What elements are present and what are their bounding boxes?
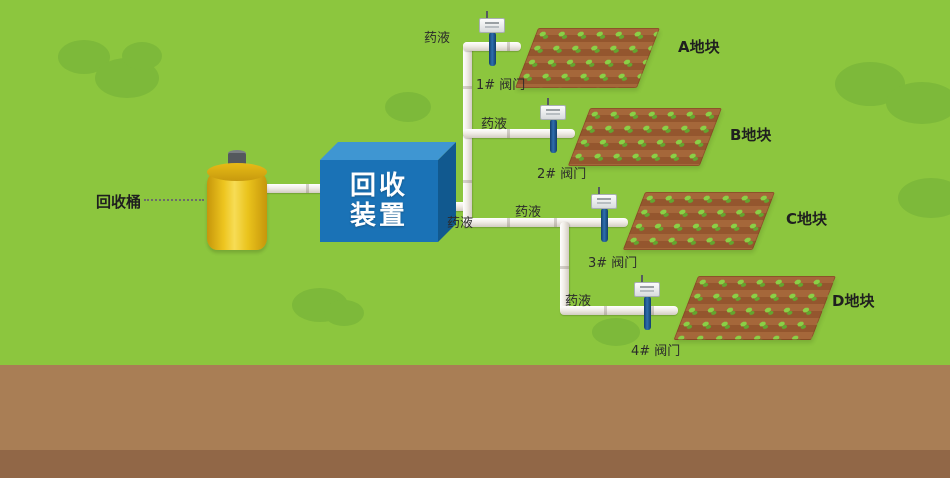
valve-1 — [477, 11, 507, 66]
grass-shade-blob — [592, 318, 640, 346]
valve-1-label: 1# 阀门 — [476, 78, 526, 93]
pipe-tank-to-device — [262, 184, 324, 193]
soil-band-lower — [0, 450, 950, 478]
valve-controller-icon — [634, 282, 660, 297]
valve-stem-icon — [600, 208, 608, 242]
liquid-label-branch-3: 药液 — [515, 205, 542, 220]
pipe-branch-3 — [463, 218, 628, 227]
grass-shade-blob — [122, 42, 162, 70]
bucket-pointer-dotted-line — [144, 199, 204, 201]
liquid-label-branch-1: 药液 — [424, 31, 451, 46]
valve-3-label: 3# 阀门 — [588, 256, 638, 271]
valve-antenna-icon — [598, 187, 600, 195]
valve-2 — [538, 98, 568, 153]
grass-shade-blob — [898, 178, 950, 218]
valve-controller-icon — [591, 194, 617, 209]
device-label-line2: 装置 — [349, 201, 408, 231]
plot-d-label: D地块 — [832, 292, 875, 310]
valve-antenna-icon — [641, 275, 643, 283]
soil-band-upper — [0, 365, 950, 450]
valve-stem-icon — [549, 119, 557, 153]
device-label-line1: 回收 — [349, 171, 408, 201]
grass-shade-blob — [324, 300, 364, 326]
device-top-face — [320, 142, 456, 160]
valve-antenna-icon — [486, 11, 488, 19]
plot-c — [622, 192, 775, 250]
plot-b — [567, 108, 722, 166]
pipe-branch-2 — [463, 129, 575, 138]
grass-shade-blob — [886, 82, 950, 124]
plot-a-label: A地块 — [678, 38, 720, 56]
pipe-branch-4 — [560, 306, 678, 315]
tank-cap — [228, 153, 246, 166]
plot-b-label: B地块 — [730, 126, 772, 144]
valve-controller-icon — [540, 105, 566, 120]
plot-a — [514, 28, 660, 88]
valve-4 — [632, 275, 662, 330]
bucket-label: 回收桶 — [96, 193, 142, 211]
device-front-face: 回收 装置 — [320, 160, 438, 242]
valve-4-label: 4# 阀门 — [631, 344, 681, 359]
recovery-tank — [207, 172, 267, 250]
liquid-label-main: 药液 — [447, 216, 474, 231]
pipe-drop-vertical — [560, 222, 569, 314]
valve-antenna-icon — [547, 98, 549, 106]
liquid-label-branch-4: 药液 — [565, 294, 592, 309]
grass-shade-blob — [385, 92, 431, 122]
recovery-device: 回收 装置 — [320, 142, 456, 242]
plot-c-label: C地块 — [786, 210, 828, 228]
device-side-face — [438, 142, 456, 242]
valve-stem-icon — [488, 32, 496, 66]
valve-stem-icon — [643, 296, 651, 330]
valve-3 — [589, 187, 619, 242]
valve-2-label: 2# 阀门 — [537, 167, 587, 182]
liquid-label-branch-2: 药液 — [481, 117, 508, 132]
tank-lid — [207, 163, 267, 181]
plot-d — [673, 276, 836, 340]
valve-controller-icon — [479, 18, 505, 33]
